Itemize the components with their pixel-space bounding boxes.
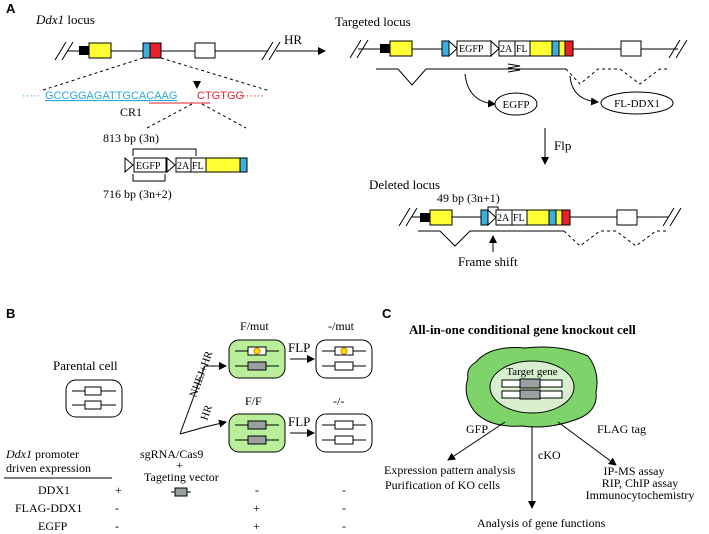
svg-text:-: -	[342, 519, 346, 533]
vector-label: Tageting vector	[144, 470, 219, 484]
mutation-star-icon	[253, 347, 261, 355]
nhej-label: NHEJ+HR	[188, 349, 216, 399]
hr-label: HR	[284, 32, 302, 47]
flag-outcome-2: RIP, ChIP assay	[602, 476, 679, 490]
svg-text:FLAG-DDX1: FLAG-DDX1	[15, 501, 82, 515]
panel-a-label: A	[6, 1, 16, 16]
deleted-locus-label: Deleted locus	[369, 177, 440, 192]
bp49-label: 49 bp (3n+1)	[437, 191, 500, 205]
svg-text:2A: 2A	[497, 213, 510, 224]
svg-text:2A: 2A	[177, 161, 190, 172]
svg-text:EGFP: EGFP	[38, 519, 68, 533]
knockout-cell: Target gene	[465, 346, 598, 428]
seq-dots-left: ·····	[22, 90, 40, 102]
svg-text:+: +	[253, 519, 260, 533]
mut-mut-label: -/mut	[328, 319, 355, 333]
deleted-locus: 2A FL	[398, 207, 682, 227]
svg-text:FL: FL	[513, 213, 525, 224]
seq-dots-right: ······	[242, 90, 264, 102]
svg-text:+: +	[115, 483, 122, 497]
flag-tag-label: FLAG tag	[597, 422, 646, 436]
insert-construct: EGFP 2A FL	[124, 156, 248, 174]
flag-outcome-3: Immunocytochemistry	[586, 488, 695, 502]
targeted-locus-label: Targeted locus	[335, 14, 411, 29]
gfp-label: GFP	[466, 422, 488, 436]
wt-locus	[54, 41, 281, 61]
exon-black	[79, 46, 89, 55]
f-f-label: F/F	[245, 394, 262, 408]
ko-cell	[315, 413, 373, 453]
seq-red: CTGTGG	[197, 90, 244, 102]
svg-text:DDX1: DDX1	[38, 483, 70, 497]
expr-row-egfp: EGFP - + -	[38, 519, 346, 533]
bp716-label: 716 bp (3n+2)	[103, 187, 172, 201]
mut-mut-cell	[315, 339, 373, 379]
svg-text:-: -	[255, 483, 259, 497]
seq-blue: GCCGGAGATTGCACAAG	[45, 90, 177, 102]
hr-arrow-b	[179, 419, 227, 435]
egfp-product	[494, 92, 538, 116]
panel-b-label: B	[6, 306, 15, 321]
panel-c-label: C	[382, 306, 392, 321]
expr-header-2: driven expression	[6, 461, 91, 475]
nhej-arrow	[179, 362, 227, 435]
svg-text:FL-DDX1: FL-DDX1	[614, 98, 660, 110]
svg-text:FL: FL	[192, 161, 204, 172]
fl-ddx1-product	[600, 91, 674, 115]
ko-label: -/-	[333, 394, 344, 408]
targeted-locus: EGFP 2A FL	[349, 39, 688, 59]
cut-site-arrowhead	[193, 81, 201, 89]
target-gene-label: Target gene	[506, 366, 557, 378]
bp813-label: 813 bp (3n)	[103, 131, 159, 145]
svg-text:-: -	[342, 501, 346, 515]
exon-red	[149, 42, 162, 59]
svg-text:-: -	[115, 519, 119, 533]
svg-text:EGFP: EGFP	[503, 99, 530, 111]
f-mut-cell	[228, 339, 286, 379]
parental-cell-label: Parental cell	[53, 358, 118, 373]
expr-row-ddx1: DDX1 + - -	[38, 483, 346, 497]
cr1-label: CR1	[120, 105, 142, 119]
plus-label: +	[176, 458, 183, 472]
flp-b2-label: FLP	[288, 414, 310, 429]
panel-c-title: All-in-one conditional gene knockout cel…	[409, 322, 636, 337]
exon-blue	[142, 42, 151, 59]
sgrna-label: sgRNA/Cas9	[140, 447, 203, 461]
flp-b1-label: FLP	[288, 340, 310, 355]
expr-row-flag-ddx1: FLAG-DDX1 - + -	[15, 501, 346, 515]
ddx1-locus-label: Ddx1 locus	[35, 12, 95, 27]
svg-text:-: -	[342, 483, 346, 497]
gfp-outcome-1: Expression pattern analysis	[384, 463, 516, 477]
break-mark	[507, 63, 521, 73]
svg-text:2A: 2A	[500, 44, 513, 55]
cko-outcome: Analysis of gene functions	[477, 516, 606, 530]
exon-yellow	[88, 42, 112, 59]
hr-b-label: HR	[199, 403, 216, 422]
svg-text:FL: FL	[516, 44, 528, 55]
svg-text:-: -	[115, 501, 119, 515]
svg-text:+: +	[253, 501, 260, 515]
expr-header-1: Ddx1 promoter	[5, 447, 79, 461]
frame-shift-label: Frame shift	[458, 254, 518, 269]
f-mut-label: F/mut	[240, 319, 269, 333]
flag-outcome-1: IP-MS assay	[603, 464, 664, 478]
cko-label: cKO	[538, 448, 561, 462]
svg-text:EGFP: EGFP	[136, 161, 161, 172]
f-f-cell	[228, 413, 286, 453]
flp-label: Flp	[554, 138, 571, 153]
exon-white	[194, 42, 216, 59]
gfp-outcome-2: Purification of KO cells	[385, 478, 500, 492]
svg-text:EGFP: EGFP	[459, 44, 484, 55]
vector-icon	[171, 487, 191, 497]
parental-cell	[65, 379, 123, 418]
